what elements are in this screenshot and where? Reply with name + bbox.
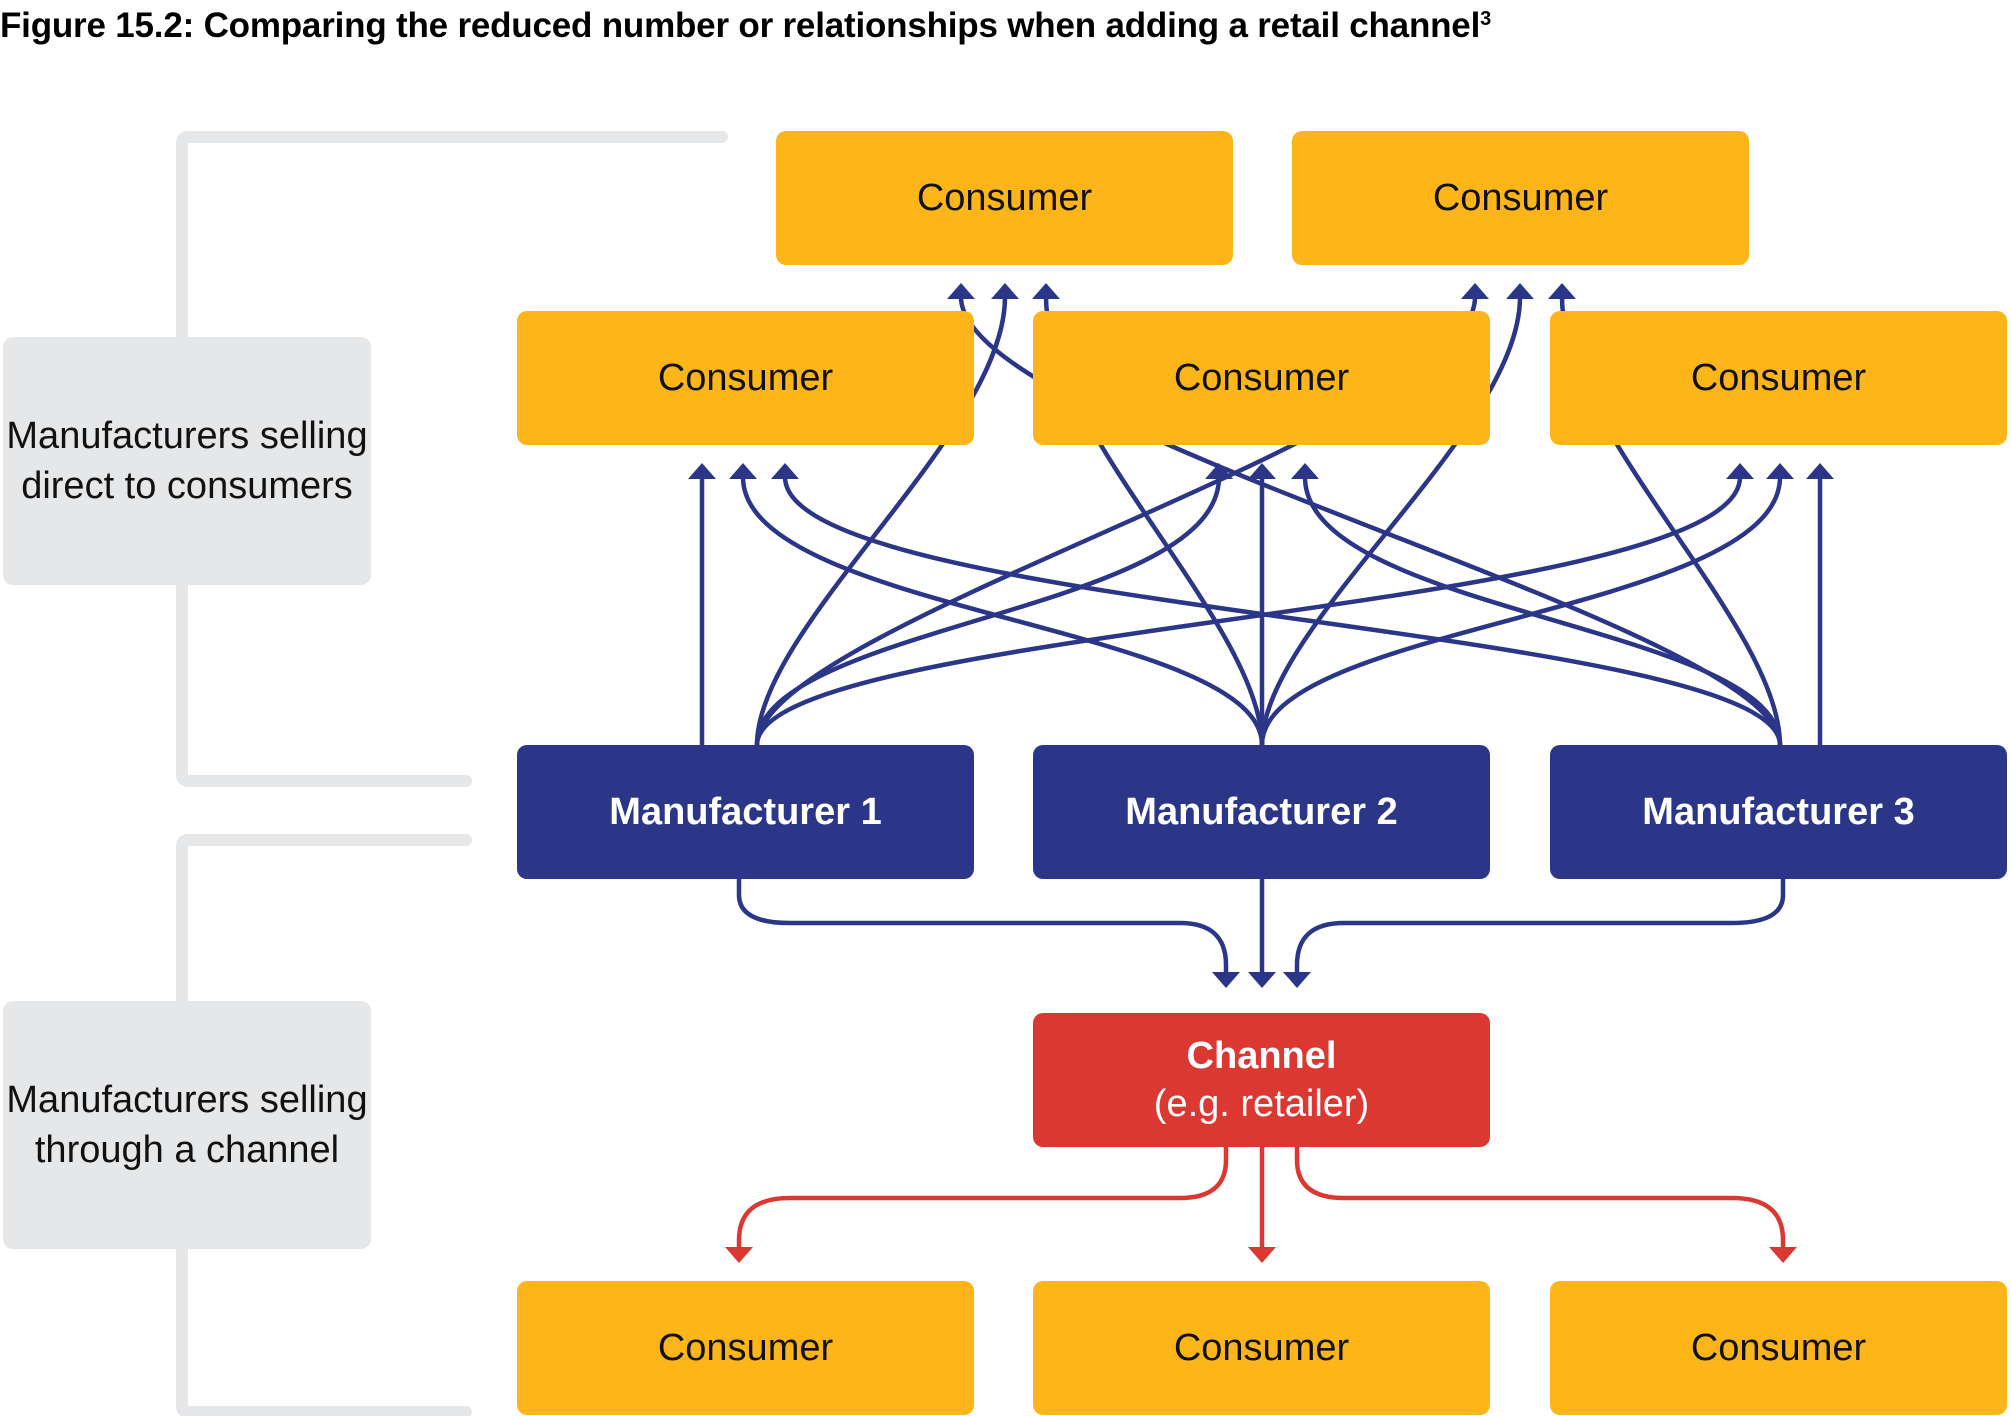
consumer-box-mid-3: Consumer <box>1550 311 2007 445</box>
consumer-label: Consumer <box>657 1326 834 1369</box>
link-m1-c3 <box>754 476 1743 746</box>
section-label-direct: Manufacturers selling direct to consumer… <box>3 337 371 585</box>
consumer-box-top-1: Consumer <box>776 131 1233 265</box>
consumer-label: Consumer <box>1690 1326 1867 1369</box>
link-m3-c1-head <box>771 463 799 479</box>
manufacturer-2-box: Manufacturer 2 <box>1033 745 1490 879</box>
channel-links <box>736 1147 1786 1247</box>
consumer-label: Consumer <box>1173 356 1350 399</box>
link-m2-top1-head <box>1032 283 1060 299</box>
manufacturer-label: Manufacturer 2 <box>1125 790 1398 833</box>
manufacturer-label: Manufacturer 3 <box>1642 790 1915 833</box>
link-channel-c3-head <box>1769 1247 1797 1263</box>
link-m1-top1-head <box>991 283 1019 299</box>
consumer-label: Consumer <box>657 356 834 399</box>
section-label-channel: Manufacturers selling through a channel <box>3 1001 371 1249</box>
link-m3-c1 <box>782 476 1783 746</box>
figure-title: Figure 15.2: Comparing the reduced numbe… <box>0 6 1491 46</box>
link-m1-c1-head <box>688 463 716 479</box>
consumer-box-bottom-2: Consumer <box>1033 1281 1490 1415</box>
manufacturer-3-box: Manufacturer 3 <box>1550 745 2007 879</box>
link-m3-top2-head <box>1548 283 1576 299</box>
manufacturer-label: Manufacturer 1 <box>609 790 882 833</box>
section-label-channel-text: Manufacturers selling through a channel <box>6 1079 368 1171</box>
link-m2-c1 <box>740 476 1265 746</box>
consumer-box-bottom-1: Consumer <box>517 1281 974 1415</box>
link-channel-c2-head <box>1248 1247 1276 1263</box>
link-m1-c2-head <box>1205 463 1233 479</box>
link-m2-c2-head <box>1248 463 1276 479</box>
link-m1-channel <box>736 879 1229 972</box>
link-m3-top1-head <box>947 283 975 299</box>
link-m2-c1-head <box>729 463 757 479</box>
figure-title-text: Figure 15.2: Comparing the reduced numbe… <box>0 6 1481 45</box>
channel-arrowheads <box>725 1247 1797 1263</box>
link-m1-top2-head <box>1461 283 1489 299</box>
direct-arrowheads <box>688 283 1834 988</box>
link-channel-c1 <box>736 1147 1229 1247</box>
link-m3-channel-head <box>1283 972 1311 988</box>
link-m3-c3-head <box>1806 463 1834 479</box>
link-m1-c3-head <box>1726 463 1754 479</box>
channel-subtitle: (e.g. retailer) <box>1153 1083 1370 1125</box>
link-m3-c2 <box>1302 476 1783 746</box>
link-m2-c3 <box>1259 476 1783 746</box>
channel-box: Channel (e.g. retailer) <box>1033 1013 1490 1147</box>
link-m2-top2 <box>1259 296 1523 746</box>
link-m3-channel <box>1294 879 1786 972</box>
consumer-label: Consumer <box>916 176 1093 219</box>
consumer-box-top-2: Consumer <box>1292 131 1749 265</box>
manufacturer-1-box: Manufacturer 1 <box>517 745 974 879</box>
link-m3-top1 <box>958 296 1783 746</box>
consumer-box-bottom-3: Consumer <box>1550 1281 2007 1415</box>
link-m1-top1 <box>754 296 1008 746</box>
footnote-marker: 3 <box>1480 8 1492 30</box>
link-m3-c2-head <box>1291 463 1319 479</box>
link-channel-c3 <box>1294 1147 1786 1247</box>
consumer-box-mid-1: Consumer <box>517 311 974 445</box>
consumer-label: Consumer <box>1690 356 1867 399</box>
link-m2-top2-head <box>1506 283 1534 299</box>
link-channel-c1-head <box>725 1247 753 1263</box>
consumer-box-mid-2: Consumer <box>1033 311 1490 445</box>
channel-title: Channel <box>1186 1035 1337 1077</box>
consumer-label: Consumer <box>1173 1326 1350 1369</box>
link-m2-c3-head <box>1766 463 1794 479</box>
section-label-direct-text: Manufacturers selling direct to consumer… <box>6 415 368 507</box>
link-m1-channel-head <box>1212 972 1240 988</box>
consumer-label: Consumer <box>1432 176 1609 219</box>
link-m2-channel-head <box>1248 972 1276 988</box>
